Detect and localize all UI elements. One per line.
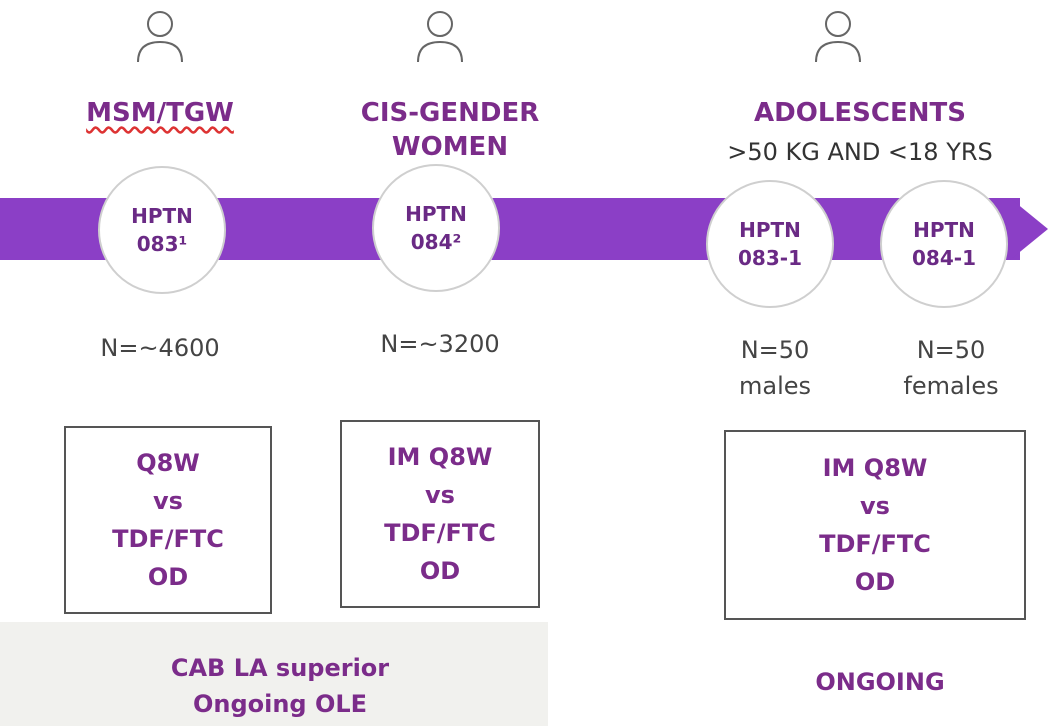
group-label-adolescents: ADOLESCENTS — [754, 98, 966, 128]
outcome-right: ONGOING — [815, 668, 945, 696]
n-count-084-1: N=50 females — [903, 336, 999, 400]
regimen-box-adolescent: IM Q8W vs TDF/FTC OD — [724, 430, 1026, 620]
person-icon — [417, 11, 463, 63]
outcome-shade — [0, 622, 548, 726]
n-count-084: N=~3200 — [380, 330, 500, 358]
group-sub-adolescents: >50 KG AND <18 YRS — [727, 138, 993, 166]
group-label-msm: MSM/TGW — [86, 98, 234, 128]
timeline-arrowhead — [1010, 198, 1048, 260]
regimen-box-084: IM Q8W vs TDF/FTC OD — [340, 420, 540, 608]
n-count-083-1: N=50 males — [738, 336, 812, 400]
n-count-083: N=~4600 — [100, 334, 220, 362]
regimen-box-083: Q8W vs TDF/FTC OD — [64, 426, 272, 614]
person-icon — [815, 11, 861, 63]
person-icon — [137, 11, 183, 63]
group-label-women: CIS-GENDER WOMEN — [360, 98, 540, 162]
outcome-left: CAB LA superior Ongoing OLE — [170, 654, 390, 718]
